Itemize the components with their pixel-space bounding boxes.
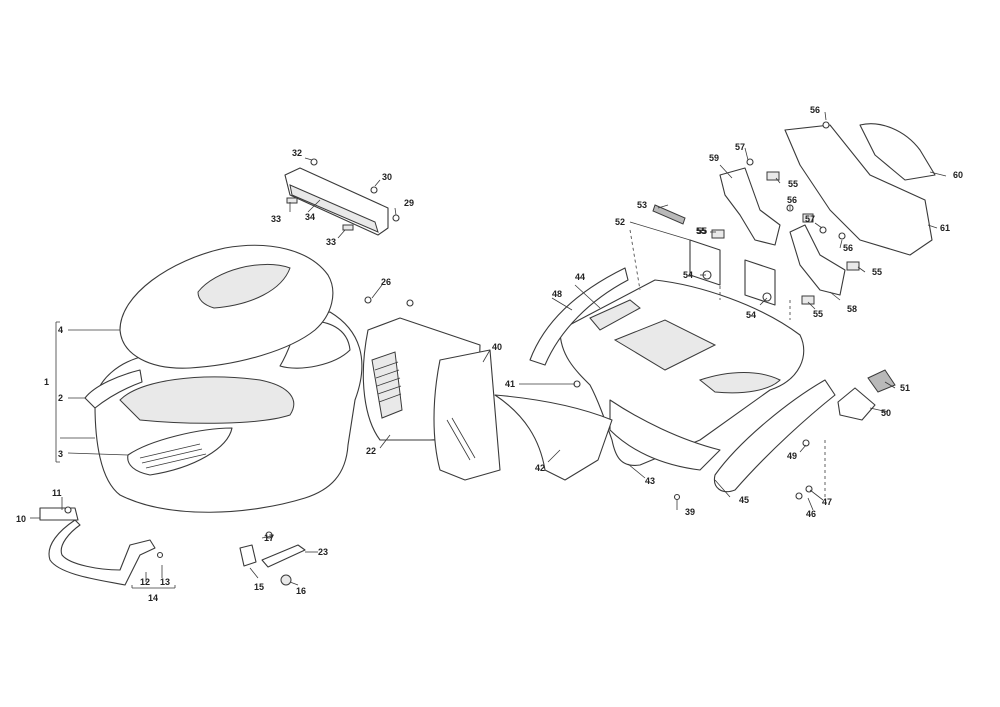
callout-61: 61 [940, 223, 950, 233]
callout-10: 10 [16, 514, 26, 524]
callout-57b: 57 [805, 214, 815, 224]
callout-59: 59 [709, 153, 719, 163]
callout-54b: 54 [746, 310, 756, 320]
steering-column-panel-40 [433, 349, 501, 481]
hood-top-cover-4 [119, 244, 334, 369]
dashed-guides [629, 229, 826, 500]
callout-22: 22 [366, 446, 376, 456]
callout-55e: 55 [697, 226, 707, 236]
callout-55d: 55 [813, 309, 823, 319]
callout-16: 16 [296, 586, 306, 596]
pin-15 [239, 544, 257, 567]
callout-2: 2 [58, 393, 63, 403]
callout-33a: 33 [271, 214, 281, 224]
callout-23: 23 [318, 547, 328, 557]
callout-4: 4 [58, 325, 63, 335]
callout-47: 47 [822, 497, 832, 507]
callout-15: 15 [254, 582, 264, 592]
plate-52 [689, 239, 721, 286]
callout-13: 13 [160, 577, 170, 587]
callout-34: 34 [305, 212, 315, 222]
callout-54a: 54 [683, 270, 693, 280]
cover-60 [859, 123, 936, 181]
bracket-59 [719, 167, 781, 246]
leader-lines [30, 111, 947, 589]
callout-32: 32 [292, 148, 302, 158]
callout-41: 41 [505, 379, 515, 389]
plate-23 [261, 544, 306, 568]
callout-57a: 57 [735, 142, 745, 152]
callout-45: 45 [739, 495, 749, 505]
callout-1: 1 [44, 377, 49, 387]
callout-39: 39 [685, 507, 695, 517]
callout-55b: 55 [696, 226, 706, 236]
callout-14: 14 [148, 593, 158, 603]
rear-fender-42 [494, 394, 613, 481]
callout-56c: 56 [843, 243, 853, 253]
callout-17: 17 [264, 533, 274, 543]
callout-12: 12 [140, 577, 150, 587]
callout-48: 48 [552, 289, 562, 299]
callout-46: 46 [806, 509, 816, 519]
hood-side-grille-2 [84, 369, 143, 409]
callout-55a: 55 [788, 179, 798, 189]
hood-lower-grille-3 [127, 427, 233, 476]
callout-55c: 55 [872, 267, 882, 277]
strip-53 [652, 204, 686, 225]
callout-3: 3 [58, 449, 63, 459]
callout-42: 42 [535, 463, 545, 473]
callout-58: 58 [847, 304, 857, 314]
callout-50: 50 [881, 408, 891, 418]
harness-bracket-11 [39, 507, 79, 521]
callout-56a: 56 [810, 105, 820, 115]
rear-body-43 [559, 279, 805, 471]
callout-29: 29 [404, 198, 414, 208]
callout-labels: 1 2 3 4 10 11 12 13 14 15 16 17 22 23 26… [16, 105, 963, 603]
callout-56b: 56 [787, 195, 797, 205]
filler-cap-50 [837, 387, 876, 421]
bracket-58 [789, 224, 846, 296]
callout-33b: 33 [326, 237, 336, 247]
callout-11: 11 [52, 488, 62, 498]
callout-52: 52 [615, 217, 625, 227]
side-trim-48 [529, 267, 629, 366]
callout-26: 26 [381, 277, 391, 287]
dashboard-panel-34 [284, 167, 389, 236]
callout-30: 30 [382, 172, 392, 182]
callout-43: 43 [645, 476, 655, 486]
callout-44: 44 [575, 272, 585, 282]
callout-51: 51 [900, 383, 910, 393]
harness-bar-14 [48, 519, 156, 586]
callout-40: 40 [492, 342, 502, 352]
filler-cap-51 [867, 369, 896, 393]
callout-53: 53 [637, 200, 647, 210]
handle-44 [589, 299, 641, 331]
callout-49: 49 [787, 451, 797, 461]
bushing-16 [280, 574, 292, 586]
tank-housing-61 [784, 124, 933, 256]
callout-60: 60 [953, 170, 963, 180]
